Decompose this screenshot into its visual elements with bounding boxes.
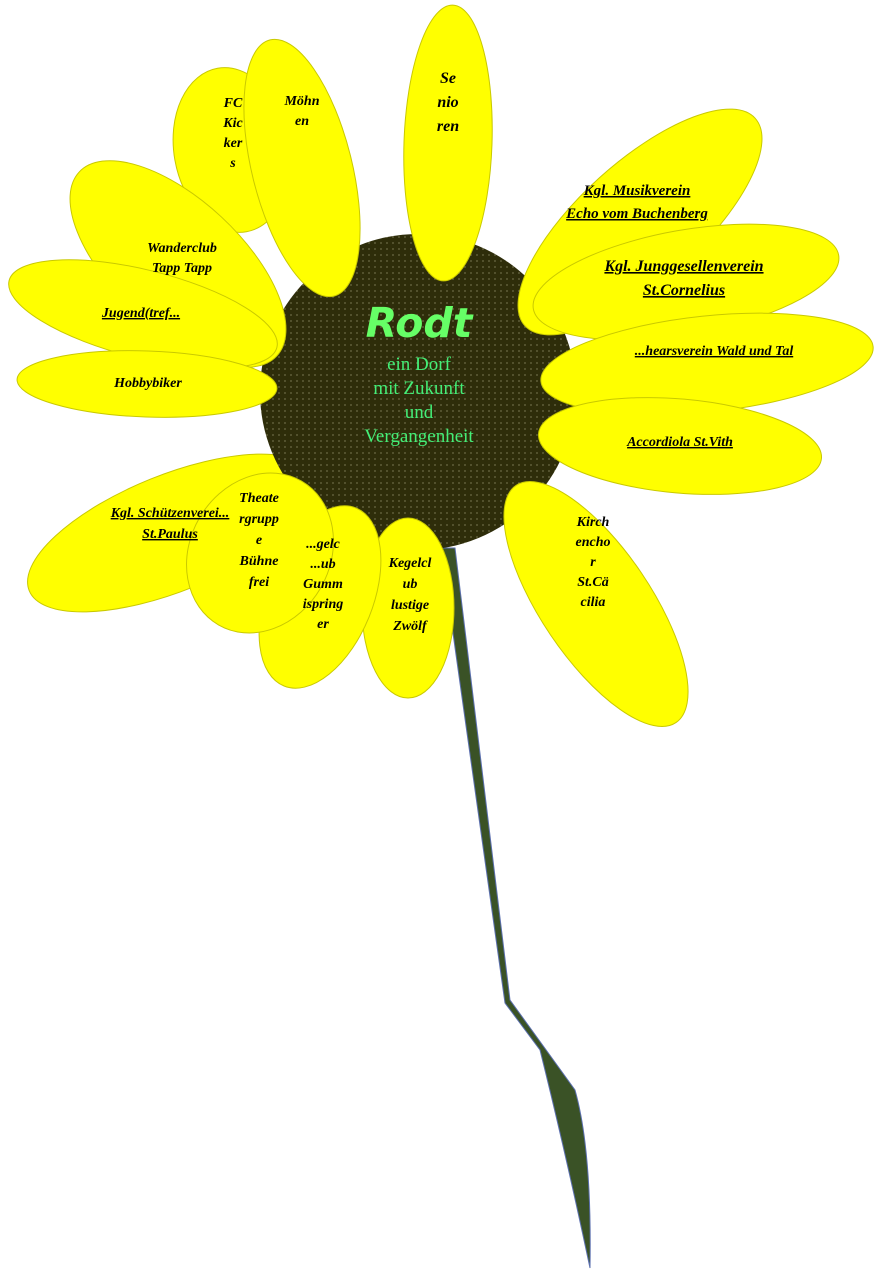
petal-label-line: Theate (239, 491, 279, 506)
petal-label-line: e (256, 533, 262, 548)
petal-theatergruppe (186, 472, 334, 634)
center-title: Rodt (366, 299, 474, 347)
petal-label-line: Möhn (283, 94, 319, 109)
petal-label-line: Accordiola St.Vith (626, 435, 733, 450)
petal-label-line: Kic (222, 116, 243, 131)
petal-label-line: Echo vom Buchenberg (565, 206, 708, 222)
petal-label-line: ...gelc (306, 537, 341, 552)
petal-label-line: Jugend(tref... (101, 306, 180, 321)
petal-senioren (403, 4, 493, 282)
petal-label-line: en (295, 114, 309, 129)
petal-label-line: Wanderclub (147, 241, 217, 256)
petal-label-line: FC (223, 96, 243, 111)
center-subtitle-line-1: ein Dorf (387, 354, 452, 375)
petal-label-line: Tapp Tapp (152, 261, 212, 276)
petal-hobbybiker (16, 350, 278, 418)
petal-label-line: ren (437, 118, 459, 135)
petal-label-line: frei (249, 575, 269, 590)
petal-label-line: rgrupp (239, 512, 279, 527)
center-subtitle-line-3: und (405, 402, 434, 423)
petal-label-line: Gumm (303, 577, 343, 592)
center-subtitle-line-2: mit Zukunft (373, 378, 465, 399)
petal-label-line: Kgl. Schützenverei... (110, 506, 230, 521)
flower-center (260, 234, 576, 550)
petal-label-line: Kirch (576, 515, 610, 530)
petal-label-line: s (229, 156, 236, 171)
petal-label-line: r (590, 555, 596, 570)
petal-label-line: Kgl. Junggesellenverein (603, 258, 763, 275)
petal-label-line: Kegelcl (388, 556, 432, 571)
petal-label-senioren: Se nio ren (437, 70, 459, 135)
petal-moehnen (243, 38, 361, 298)
petal-label-line: lustige (391, 598, 429, 613)
petal-label-line: Se (440, 70, 456, 87)
petal-label-fc-kickers: FC Kic ker s (222, 96, 243, 171)
petal-label-line: Kgl. Musikverein (583, 183, 691, 199)
petal-label-hobbybiker: Hobbybiker (113, 376, 182, 391)
petal-label-accordiola: Accordiola St.Vith (626, 435, 733, 450)
petal-label-line: ub (403, 577, 418, 592)
petal-label-line: nio (437, 94, 458, 111)
petal-label-jugendtreff: Jugend(tref... (101, 306, 180, 321)
petal-label-line: Bühne (239, 554, 279, 569)
center-text: Rodt ein Dorf mit Zukunft und Vergangenh… (364, 299, 474, 447)
petal-label-line: encho (576, 535, 611, 550)
petal-label-line: St.Cä (577, 575, 609, 590)
petal-kirchenchor (503, 481, 689, 727)
petal-label-line: er (317, 617, 329, 632)
petal-label-line: St.Paulus (142, 527, 198, 542)
petal-label-moehnen: Möhn en (283, 94, 319, 129)
center-subtitle-line-4: Vergangenheit (364, 426, 474, 447)
petal-label-schuetzenverein: Kgl. Schützenverei... St.Paulus (110, 506, 230, 542)
petal-accordiola (537, 397, 823, 495)
petal-label-line: ker (224, 136, 243, 151)
petal-label-line: Zwölf (392, 619, 428, 634)
petal-label-line: ...hearsverein Wald und Tal (635, 344, 794, 359)
petal-label-eifelverein: ...hearsverein Wald und Tal (635, 344, 794, 359)
petal-label-line: St.Cornelius (643, 282, 725, 299)
stem (440, 547, 591, 1269)
petal-label-line: ...ub (310, 557, 335, 572)
petal-label-line: cilia (581, 595, 606, 610)
petal-label-line: Hobbybiker (113, 376, 182, 391)
petal-label-line: ispring (303, 597, 343, 612)
